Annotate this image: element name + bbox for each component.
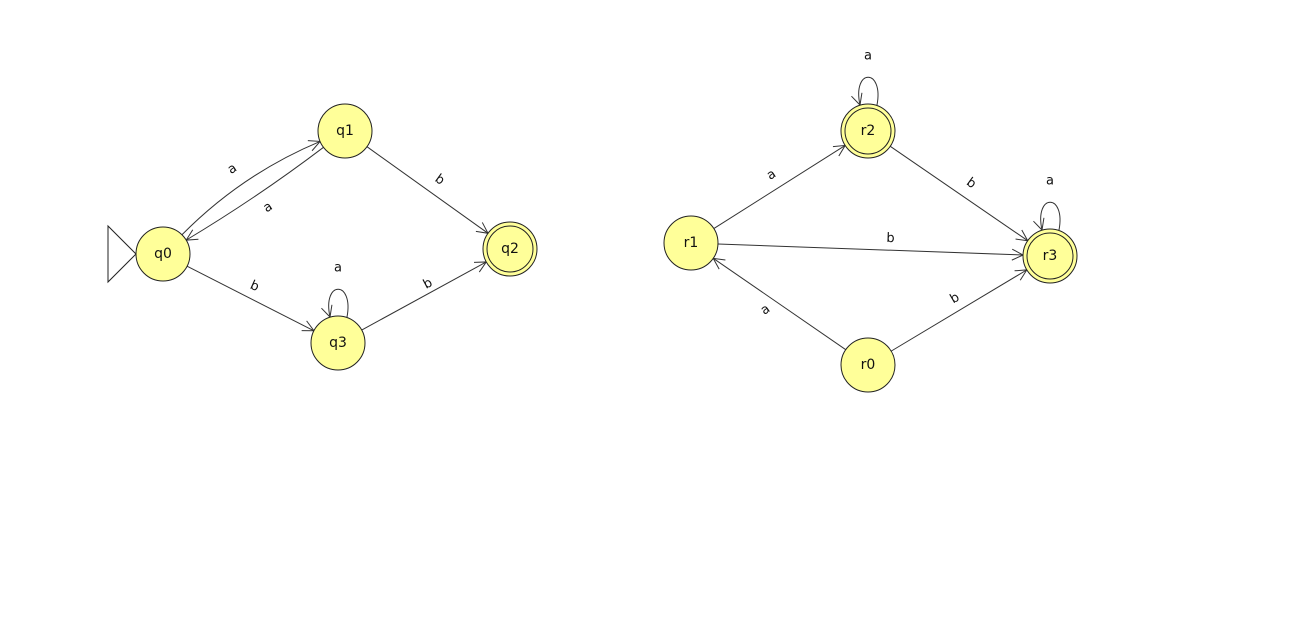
state-label: q2: [501, 241, 519, 257]
transition-r3-r3: [1033, 201, 1061, 232]
transition-label: a: [758, 302, 773, 319]
self-loop-arrowhead: [851, 92, 863, 107]
transition-r2-r3: [889, 145, 1029, 242]
transition-label: b: [948, 290, 963, 307]
initial-state-marker: [107, 224, 137, 284]
state-circle: [317, 103, 373, 159]
final-state-ring: [844, 107, 892, 155]
state-circle: [840, 337, 896, 393]
states-layer: q0 q1 q2 q3 r0 r1 r2 r3: [107, 103, 1078, 393]
state-q3[interactable]: q3: [310, 315, 366, 371]
transition-line: [186, 265, 315, 332]
transition-line: [181, 140, 321, 236]
state-circle: [482, 221, 538, 277]
transition-line: [717, 243, 1024, 256]
transition-line: [713, 145, 846, 229]
state-r2[interactable]: r2: [840, 103, 896, 159]
self-loop-line: [858, 76, 879, 106]
transition-r1-r3: [717, 243, 1025, 261]
transition-q1-q2: [366, 146, 489, 234]
state-circle: [310, 315, 366, 371]
transitions-layer: [181, 76, 1061, 352]
state-label: r3: [1043, 248, 1058, 264]
transition-line: [361, 261, 487, 331]
transition-label: a: [334, 261, 342, 276]
state-r0[interactable]: r0: [840, 337, 896, 393]
final-state-ring: [1026, 232, 1074, 280]
state-r1[interactable]: r1: [663, 215, 719, 271]
transition-label: b: [432, 172, 448, 189]
transition-q0-q3: [186, 265, 315, 332]
state-label: r2: [861, 123, 876, 139]
transition-line: [712, 257, 847, 351]
final-state-ring: [486, 225, 534, 273]
transition-q3-q3: [321, 288, 349, 319]
self-loop-arrowhead: [321, 304, 333, 319]
state-q2[interactable]: q2: [482, 221, 538, 277]
state-r3[interactable]: r3: [1022, 228, 1078, 284]
transition-q3-q2: [361, 261, 488, 331]
state-circle: [663, 215, 719, 271]
transition-label: b: [886, 231, 895, 246]
state-circle: [1022, 228, 1078, 284]
state-circle: [840, 103, 896, 159]
transition-label: b: [421, 275, 435, 292]
state-q0[interactable]: q0: [107, 224, 191, 284]
transition-label: b: [963, 175, 979, 192]
transition-labels-layer: a a b b a b a a b b a a b: [225, 49, 1054, 319]
transition-line: [185, 146, 324, 241]
transition-r0-r3: [890, 269, 1028, 352]
transition-line: [890, 269, 1028, 352]
transition-q0-q1: [181, 140, 322, 236]
transition-line: [889, 145, 1029, 242]
transition-label: a: [864, 49, 872, 64]
state-label: q0: [154, 246, 172, 262]
transition-r0-r1: [712, 257, 847, 351]
transition-label: a: [764, 167, 779, 184]
state-q1[interactable]: q1: [317, 103, 373, 159]
transition-q1-q0: [185, 146, 324, 241]
self-loop-line: [1040, 201, 1061, 231]
transition-line: [366, 146, 489, 234]
state-label: q1: [336, 123, 354, 139]
state-circle: [135, 226, 191, 282]
self-loop-arrowhead: [1033, 217, 1045, 232]
transition-label: a: [225, 161, 240, 178]
transition-label: b: [248, 278, 262, 295]
self-loop-line: [328, 288, 349, 318]
transition-r2-r2: [851, 76, 879, 107]
state-label: r0: [861, 357, 876, 373]
state-label: r1: [684, 235, 699, 251]
transition-label: a: [261, 199, 276, 216]
transition-r1-r2: [713, 144, 847, 229]
transition-label: a: [1046, 174, 1054, 189]
state-label: q3: [329, 335, 347, 351]
